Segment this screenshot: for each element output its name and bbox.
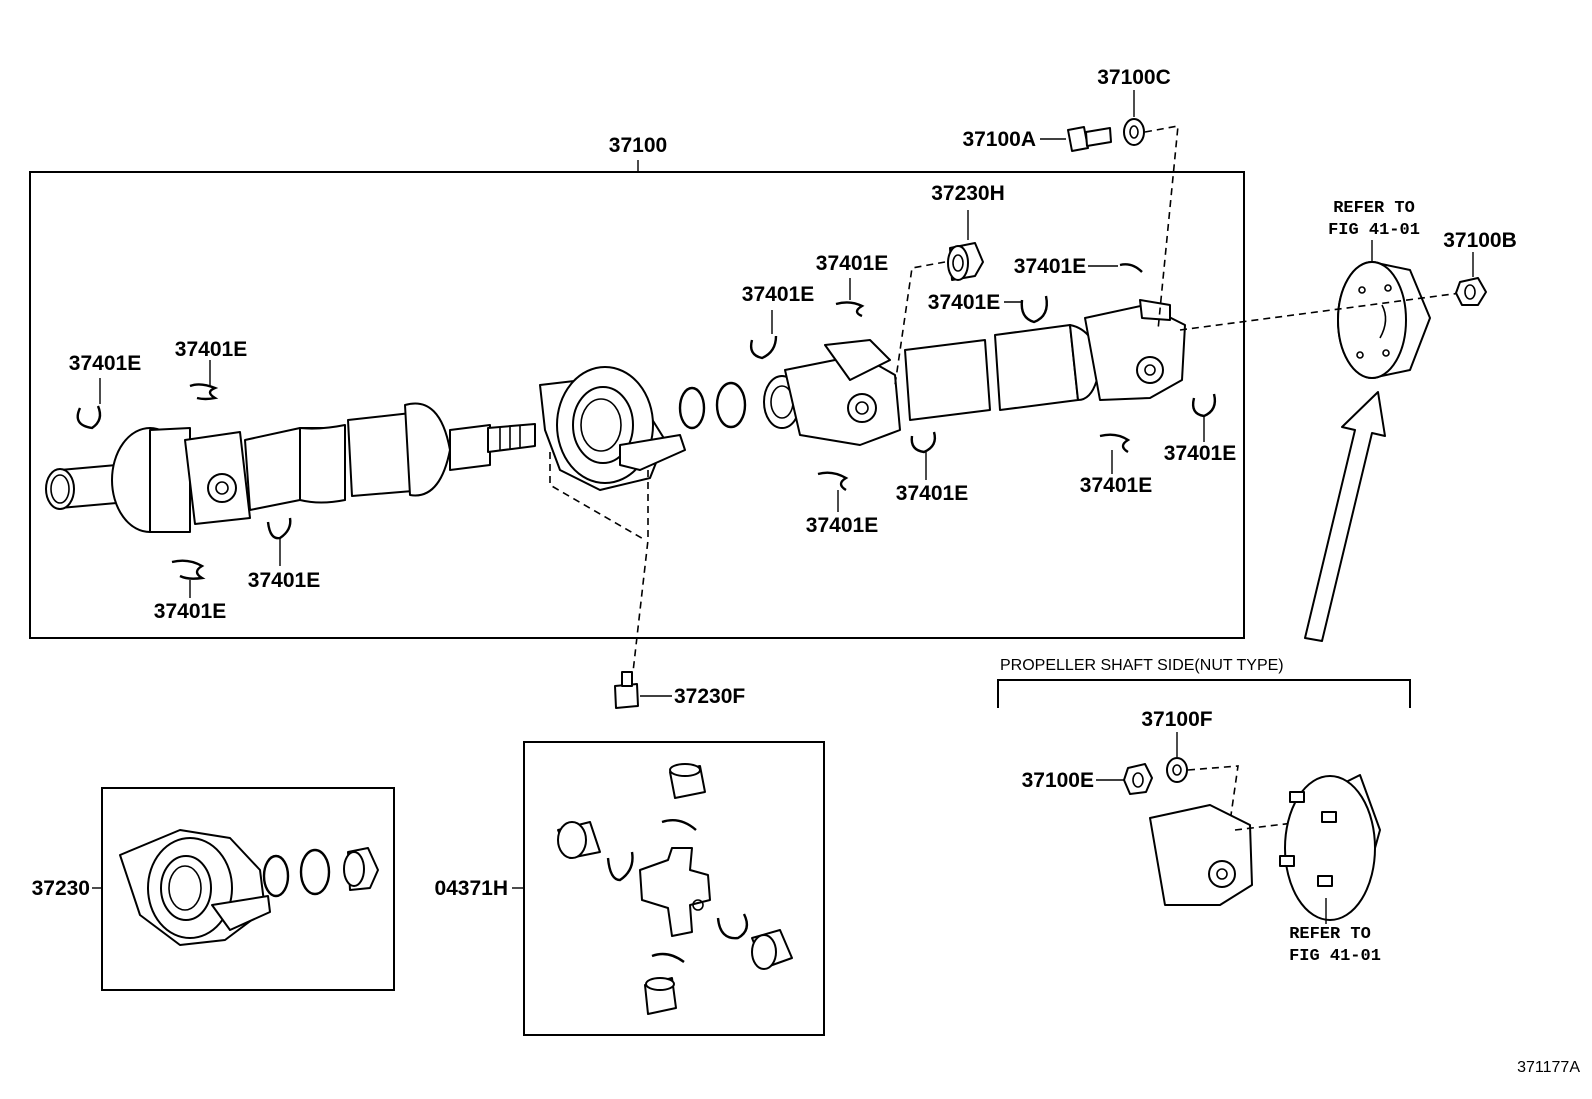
nut-type-bracket <box>997 679 1411 708</box>
center-bearing-kit[interactable]: 37230 <box>32 787 395 991</box>
label-37230F[interactable]: 37230F <box>674 685 745 708</box>
label-37401E-2[interactable]: 37401E <box>175 338 247 361</box>
label-37100B[interactable]: 37100B <box>1443 229 1517 252</box>
label-37100E[interactable]: 37100E <box>1022 769 1094 792</box>
label-37401E-10[interactable]: 37401E <box>806 514 878 537</box>
spacer-ring-2[interactable] <box>715 381 747 429</box>
label-37100[interactable]: 37100 <box>609 134 667 157</box>
bolt-37100A[interactable]: 37100A <box>962 126 1112 152</box>
damper-37230H[interactable]: 37230H <box>894 182 1005 386</box>
label-37230[interactable]: 37230 <box>32 877 90 900</box>
spacer-ring-1[interactable] <box>678 386 706 430</box>
label-37401E-12[interactable]: 37401E <box>1164 442 1236 465</box>
label-37401E-5[interactable]: 37401E <box>742 283 814 306</box>
label-refer-to-2[interactable]: REFER TO <box>1289 925 1371 944</box>
center-bolt-37230F[interactable]: 37230F <box>614 671 745 709</box>
label-37401E-6[interactable]: 37401E <box>816 252 888 275</box>
label-04371H[interactable]: 04371H <box>434 877 508 900</box>
direction-arrow <box>1304 391 1386 642</box>
nut-37100B[interactable]: 37100B <box>1443 229 1517 306</box>
label-refer-fig-2[interactable]: FIG 41-01 <box>1289 947 1381 966</box>
center-support-bearing[interactable] <box>539 366 686 673</box>
label-37230H[interactable]: 37230H <box>931 182 1005 205</box>
label-refer-to-1[interactable]: REFER TO <box>1333 199 1415 218</box>
nut-type-section[interactable]: PROPELLER SHAFT SIDE(NUT TYPE) 37100E 37… <box>997 657 1411 966</box>
label-37401E-3[interactable]: 37401E <box>248 569 320 592</box>
differential-flange[interactable]: REFER TO FIG 41-01 <box>1179 199 1469 379</box>
rear-flange-yoke[interactable] <box>1084 299 1186 401</box>
figure-id: 371177A <box>1517 1059 1580 1076</box>
label-37100A[interactable]: 37100A <box>962 128 1036 151</box>
washer-37100C[interactable]: 37100C <box>1097 66 1179 331</box>
label-37100C[interactable]: 37100C <box>1097 66 1171 89</box>
label-37401E-1[interactable]: 37401E <box>69 352 141 375</box>
label-37100F[interactable]: 37100F <box>1141 708 1212 731</box>
center-yoke[interactable] <box>763 339 901 446</box>
label-37401E-7[interactable]: 37401E <box>928 291 1000 314</box>
label-37401E-11[interactable]: 37401E <box>1080 474 1152 497</box>
label-37401E-8[interactable]: 37401E <box>1014 255 1086 278</box>
front-tube[interactable] <box>347 402 536 497</box>
snap-rings[interactable]: 37401E 37401E 37401E 37401E 37401E 37401… <box>69 252 1236 623</box>
spider-kit[interactable]: 04371H <box>434 741 825 1036</box>
front-sleeve-yoke[interactable] <box>45 424 346 533</box>
rear-tube[interactable] <box>904 324 1101 421</box>
label-refer-fig-1[interactable]: FIG 41-01 <box>1328 221 1420 240</box>
label-37401E-4[interactable]: 37401E <box>154 600 226 623</box>
label-37401E-9[interactable]: 37401E <box>896 482 968 505</box>
nut-type-title[interactable]: PROPELLER SHAFT SIDE(NUT TYPE) <box>1000 657 1284 674</box>
kit-37230-frame <box>101 787 395 991</box>
